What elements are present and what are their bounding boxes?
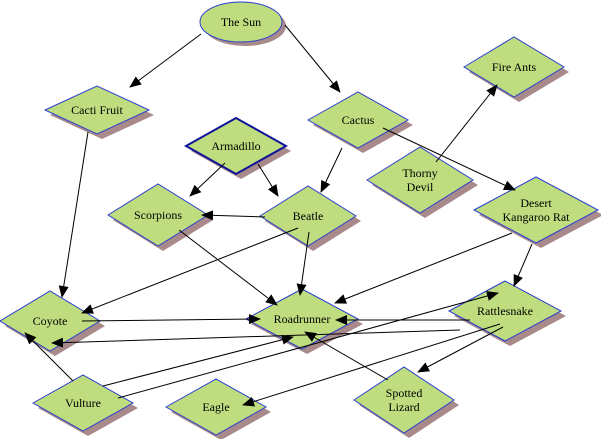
node-shape bbox=[199, 1, 283, 43]
edge-coyote-to-roadrunner[interactable] bbox=[81, 314, 261, 325]
node-scorpions[interactable]: Scorpions bbox=[107, 183, 213, 251]
node-label: Desert bbox=[520, 196, 552, 210]
node-coyote[interactable]: Coyote bbox=[0, 290, 105, 356]
node-label: Cactus bbox=[342, 113, 375, 127]
node-label: Spotted bbox=[386, 386, 423, 400]
node-label: Rattlesnake bbox=[477, 304, 533, 318]
edge-kangaroo-rat-to-rattlesnake[interactable] bbox=[513, 243, 533, 287]
edge-scorpions-to-roadrunner[interactable] bbox=[178, 229, 278, 306]
node-cacti-fruit[interactable]: Cacti Fruit bbox=[43, 85, 154, 139]
edge-kangaroo-rat-to-roadrunner[interactable] bbox=[334, 232, 513, 304]
node-label: Eagle bbox=[202, 400, 229, 414]
edge-thorny-devil-to-fire-ants[interactable] bbox=[435, 84, 498, 163]
edge-armadillo-to-scorpions[interactable] bbox=[189, 162, 226, 197]
edge-spotted-lizard-to-roadrunner[interactable] bbox=[304, 331, 389, 381]
node-shape bbox=[306, 91, 410, 149]
edge-beatle-to-coyote[interactable] bbox=[81, 227, 299, 314]
edge-vulture-to-rattlesnake[interactable] bbox=[117, 291, 499, 399]
node-label: Vulture bbox=[65, 396, 101, 410]
edge-rattlesnake-to-coyote[interactable] bbox=[51, 329, 461, 348]
node-label: Roadrunner bbox=[274, 312, 331, 326]
edge-cactus-to-beatle[interactable] bbox=[320, 147, 343, 193]
node-beatle[interactable]: Beatle bbox=[259, 185, 361, 251]
node-shape bbox=[366, 146, 474, 214]
node-label: Scorpions bbox=[134, 208, 182, 222]
node-cactus[interactable]: Cactus bbox=[306, 91, 413, 153]
node-label: Armadillo bbox=[211, 139, 260, 153]
node-label: Coyote bbox=[33, 314, 68, 328]
edge-armadillo-to-beatle[interactable] bbox=[257, 163, 279, 197]
node-shape bbox=[43, 85, 151, 135]
node-fire-ants[interactable]: Fire Ants bbox=[463, 36, 569, 102]
node-vulture[interactable]: Vulture bbox=[31, 374, 138, 436]
edge-beatle-to-scorpions[interactable] bbox=[201, 210, 266, 221]
edge-beatle-to-roadrunner[interactable] bbox=[296, 231, 310, 296]
node-shape bbox=[259, 185, 357, 247]
edge-vulture-to-roadrunner[interactable] bbox=[102, 334, 294, 387]
node-shape bbox=[353, 366, 455, 434]
node-label: Devil bbox=[407, 180, 434, 194]
node-label: Cacti Fruit bbox=[71, 103, 123, 117]
node-armadillo[interactable]: Armadillo bbox=[183, 116, 291, 179]
edge-rattlesnake-to-eagle[interactable] bbox=[242, 323, 501, 407]
node-label: Lizard bbox=[388, 400, 419, 414]
edge-cactus-to-kangaroo-rat[interactable] bbox=[382, 127, 516, 191]
node-eagle[interactable]: Eagle bbox=[164, 378, 271, 439]
node-label: Fire Ants bbox=[492, 60, 537, 74]
node-shape bbox=[183, 116, 289, 176]
node-shape bbox=[31, 374, 135, 432]
edge-sun-to-cactus[interactable] bbox=[284, 24, 341, 93]
node-rattlesnake[interactable]: Rattlesnake bbox=[447, 280, 566, 346]
node-label: Kangaroo Rat bbox=[503, 210, 571, 224]
edge-vulture-to-coyote[interactable] bbox=[24, 332, 74, 382]
node-sun[interactable]: The Sun bbox=[199, 1, 286, 46]
edges-layer bbox=[24, 24, 533, 407]
edge-cacti-fruit-to-coyote[interactable] bbox=[58, 131, 89, 298]
node-shape bbox=[447, 280, 563, 342]
edge-sun-to-cacti-fruit[interactable] bbox=[129, 33, 202, 88]
edge-rattlesnake-to-spotted-lizard[interactable] bbox=[417, 326, 504, 373]
node-label: Beatle bbox=[293, 209, 324, 223]
node-label: Thorny bbox=[402, 166, 437, 180]
node-shape bbox=[164, 378, 268, 436]
node-label: The Sun bbox=[221, 15, 261, 29]
